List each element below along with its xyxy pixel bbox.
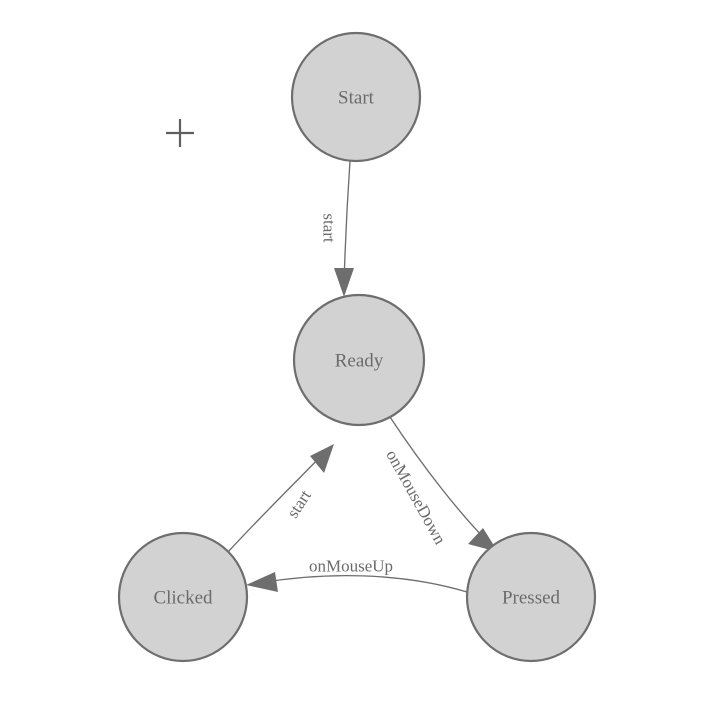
node-clicked[interactable]: Clicked [117, 531, 249, 663]
node-start[interactable]: Start [290, 31, 422, 163]
arrowhead-pressed-from-ready [468, 528, 498, 552]
edge-label-pressed-to-clicked: onMouseUp [309, 557, 393, 576]
edge-label-clicked-to-ready: start [283, 486, 315, 521]
edge-ready-to-pressed[interactable]: onMouseDown [382, 416, 498, 552]
node-start-circle [290, 31, 422, 163]
edge-start-to-ready[interactable]: start [320, 160, 355, 297]
edge-path-pressed-to-clicked [258, 574, 468, 593]
node-clicked-label: Clicked [153, 588, 213, 609]
arrowhead-ready-from-start [334, 268, 354, 297]
edge-path-start-to-ready [343, 160, 351, 285]
plus-icon[interactable] [166, 119, 194, 147]
node-pressed[interactable]: Pressed [465, 531, 597, 663]
node-pressed-circle [465, 531, 597, 663]
node-clicked-circle [117, 531, 249, 663]
node-ready[interactable]: Ready [292, 293, 426, 427]
arrowhead-ready-from-clicked [310, 444, 334, 473]
arrowhead-clicked-from-pressed [246, 572, 278, 592]
edge-label-ready-to-pressed: onMouseDown [382, 447, 450, 548]
edge-clicked-to-ready[interactable]: start [227, 444, 334, 553]
node-ready-circle [292, 293, 426, 427]
node-start-label: Start [338, 88, 375, 109]
node-pressed-label: Pressed [502, 588, 561, 609]
node-ready-label: Ready [335, 351, 384, 372]
edge-label-start-to-ready: start [320, 213, 339, 243]
edge-pressed-to-clicked[interactable]: onMouseUp [246, 557, 468, 593]
